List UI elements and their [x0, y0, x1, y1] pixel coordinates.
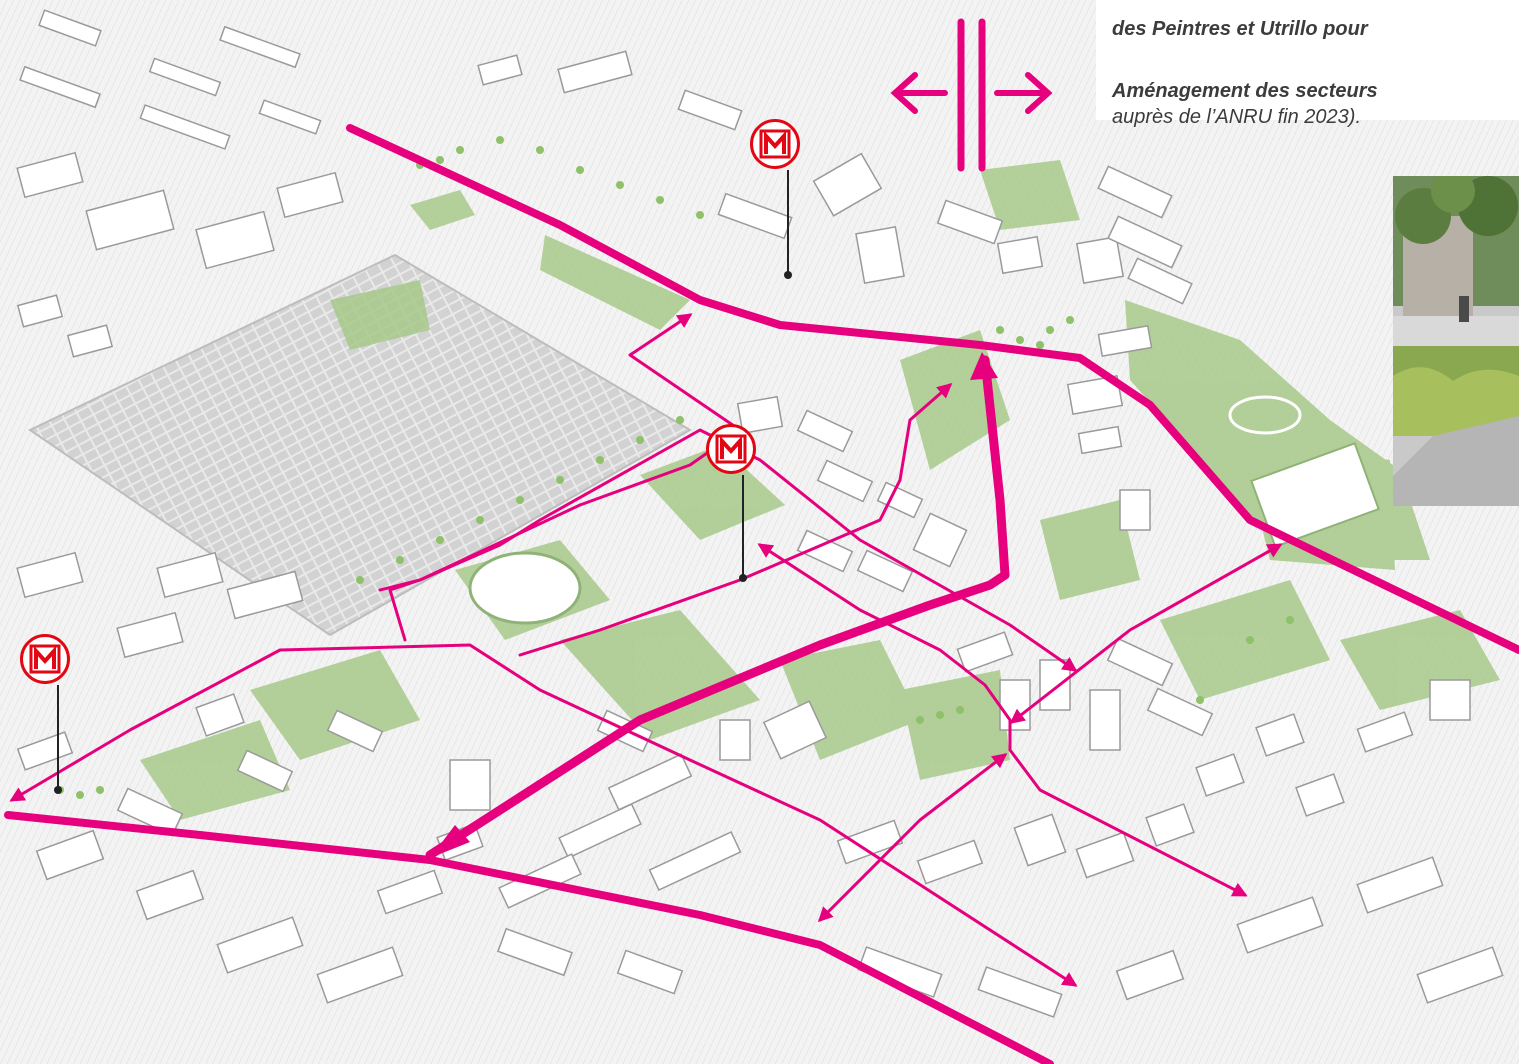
caption-line-1: des Peintres et Utrillo pour	[1112, 18, 1368, 40]
running-track	[1228, 395, 1302, 435]
solar-panel-field	[28, 253, 692, 637]
metro-station-north	[750, 119, 800, 169]
metro-m-icon	[29, 644, 61, 674]
route-arrow-head-north	[970, 352, 998, 380]
metro-pin-dots	[54, 271, 792, 794]
double-arrow-barrier-icon	[890, 18, 1053, 172]
route-north	[346, 124, 1519, 654]
sports-field	[1250, 442, 1380, 548]
metro-station-west	[20, 634, 70, 684]
caption-line-3: auprès de l’ANRU fin 2023).	[1112, 106, 1362, 128]
park-lawn	[468, 551, 582, 625]
caption-box: des Peintres et Utrillo pour Aménagement…	[1096, 0, 1519, 128]
street-photo	[1393, 176, 1519, 506]
metro-m-icon	[715, 434, 747, 464]
secondary-routes	[9, 313, 1283, 987]
metro-m-icon	[759, 129, 791, 159]
metro-station-central	[706, 424, 756, 474]
metro-pins	[57, 170, 789, 787]
caption-line-2: Aménagement des secteurs	[1112, 80, 1378, 102]
